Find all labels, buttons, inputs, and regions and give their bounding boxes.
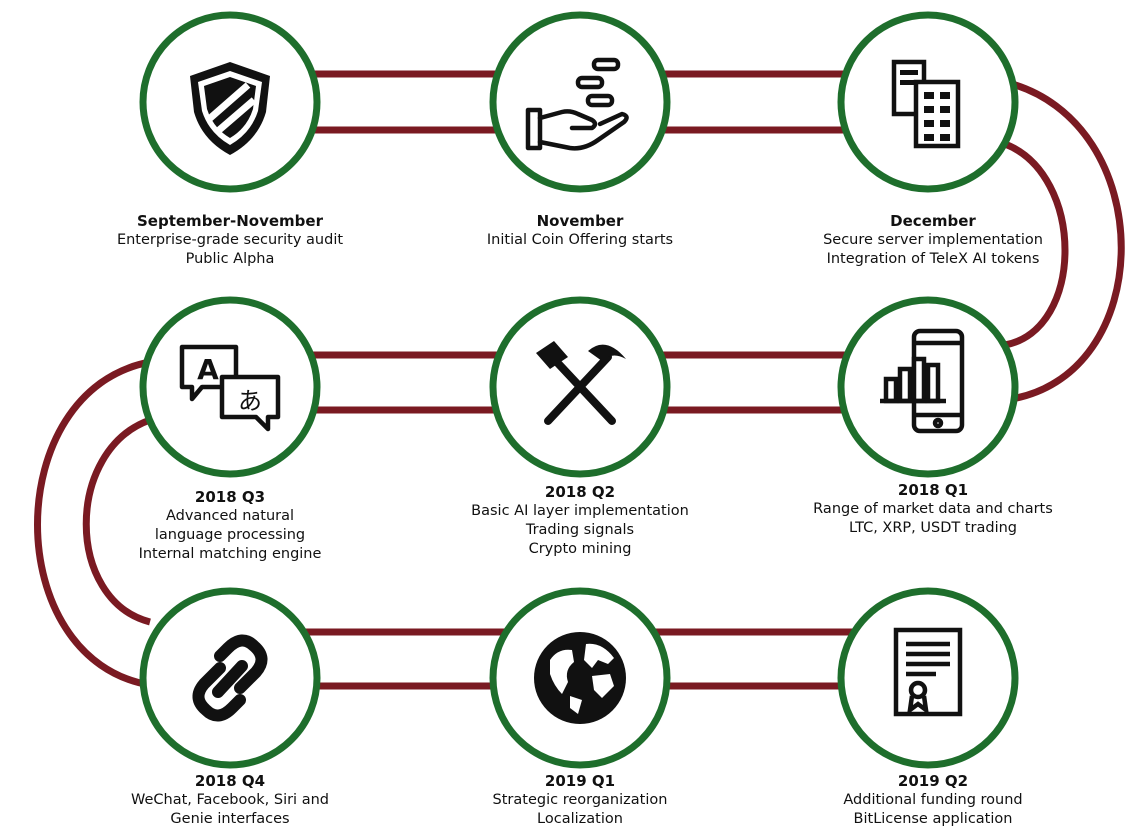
- translate-icon: A あ: [139, 296, 321, 478]
- milestone-2018-q1: 2018 Q1 Range of market data and charts …: [788, 481, 1078, 538]
- milestone-detail: Advanced natural: [165, 508, 295, 524]
- milestone-detail: Strategic reorganization: [492, 792, 668, 808]
- node-link: [138, 586, 322, 770]
- milestone-detail: BitLicense application: [853, 811, 1013, 827]
- link-icon: [139, 587, 321, 769]
- milestone-title: 2018 Q1: [897, 481, 969, 499]
- milestone-title: November: [536, 212, 624, 230]
- milestone-detail: Additional funding round: [843, 792, 1023, 808]
- milestone-nov: November Initial Coin Offering starts: [435, 212, 725, 250]
- node-pickaxe: [488, 295, 672, 479]
- milestone-title: December: [890, 212, 976, 230]
- milestone-detail: Integration of TeleX AI tokens: [826, 251, 1040, 267]
- node-hand-coins: [488, 10, 672, 194]
- milestone-detail: Enterprise-grade security audit: [116, 232, 344, 248]
- certificate-icon: [837, 587, 1019, 769]
- svg-text:A: A: [197, 353, 219, 386]
- connector-segment: [34, 358, 151, 689]
- milestone-title: 2018 Q3: [194, 488, 266, 506]
- milestone-detail: Range of market data and charts: [813, 501, 1053, 517]
- milestone-detail: Secure server implementation: [823, 232, 1043, 248]
- hand-coins-icon: [489, 11, 671, 193]
- connector-segment: [1003, 140, 1069, 349]
- milestone-title: 2018 Q2: [544, 483, 616, 501]
- milestone-title: 2019 Q1: [544, 772, 616, 790]
- connector-segment: [82, 416, 152, 626]
- milestone-detail: Internal matching engine: [138, 546, 322, 562]
- shield-icon: [139, 11, 321, 193]
- milestone-2018-q3: 2018 Q3 Advanced natural language proces…: [85, 488, 375, 564]
- milestone-2018-q4: 2018 Q4 WeChat, Facebook, Siri and Genie…: [85, 772, 375, 829]
- milestone-detail: Genie interfaces: [170, 811, 290, 827]
- milestone-sep-nov: September-November Enterprise-grade secu…: [85, 212, 375, 269]
- node-phone-chart: [836, 295, 1020, 479]
- milestone-title: September-November: [137, 212, 323, 230]
- svg-text:あ: あ: [238, 387, 262, 415]
- node-certificate: [836, 586, 1020, 770]
- milestone-detail: language processing: [154, 527, 306, 543]
- globe-icon: [489, 587, 671, 769]
- milestone-title: 2019 Q2: [897, 772, 969, 790]
- milestone-detail: Basic AI layer implementation: [471, 503, 689, 519]
- pickaxe-hammer-icon: [489, 296, 671, 478]
- milestone-dec: December Secure server implementation In…: [788, 212, 1078, 269]
- node-server: [836, 10, 1020, 194]
- milestone-detail: Localization: [537, 811, 623, 827]
- milestone-detail: Public Alpha: [185, 251, 275, 267]
- server-icon: [837, 11, 1019, 193]
- milestone-title: 2018 Q4: [194, 772, 266, 790]
- node-shield: [138, 10, 322, 194]
- milestone-2019-q2: 2019 Q2 Additional funding round BitLice…: [788, 772, 1078, 829]
- milestone-detail: WeChat, Facebook, Siri and: [131, 792, 329, 808]
- milestone-detail: Crypto mining: [528, 541, 632, 557]
- milestone-2019-q1: 2019 Q1 Strategic reorganization Localiz…: [435, 772, 725, 829]
- milestone-detail: LTC, XRP, USDT trading: [848, 520, 1017, 536]
- node-globe: [488, 586, 672, 770]
- milestone-detail: Trading signals: [525, 522, 635, 538]
- node-translate: A あ: [138, 295, 322, 479]
- connector-segment: [1004, 78, 1125, 404]
- milestone-detail: Initial Coin Offering starts: [486, 232, 674, 248]
- milestone-2018-q2: 2018 Q2 Basic AI layer implementation Tr…: [435, 483, 725, 559]
- smartphone-chart-icon: [837, 296, 1019, 478]
